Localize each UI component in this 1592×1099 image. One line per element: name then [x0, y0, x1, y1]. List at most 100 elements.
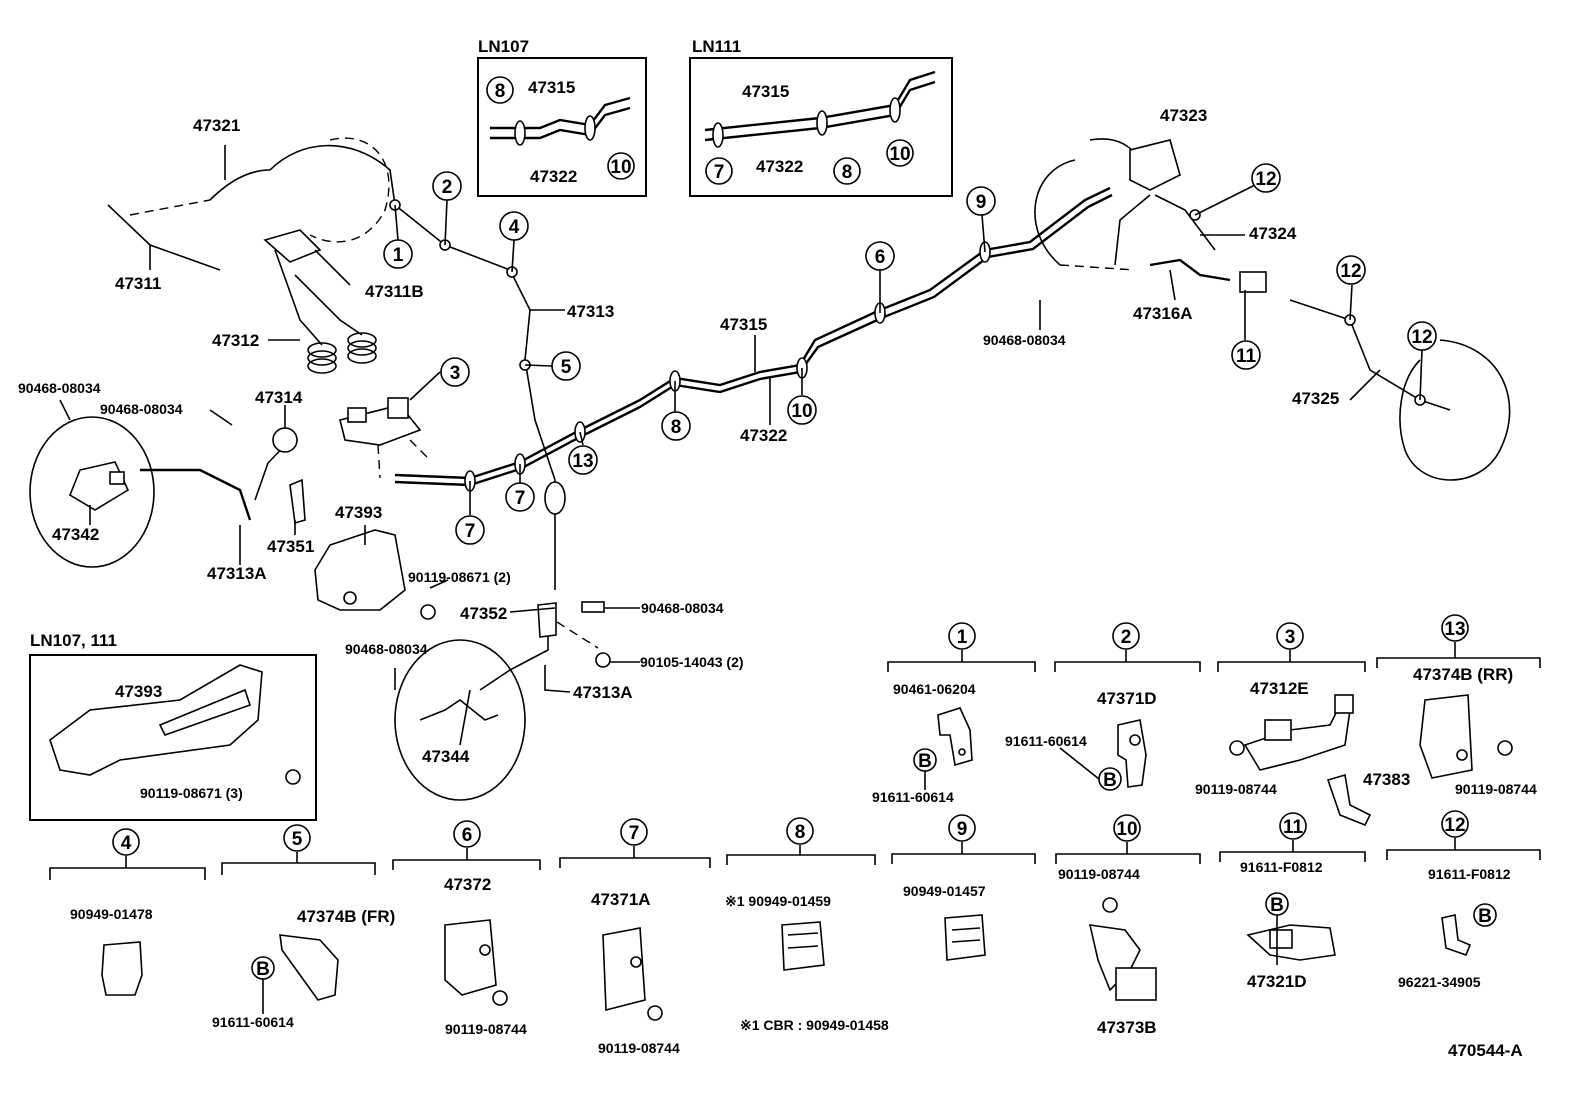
svg-text:11: 11 [1283, 817, 1304, 838]
detail-callout-2: 2 [1112, 622, 1140, 650]
detail-2-part: 47371D [1097, 689, 1157, 708]
label-47312: 47312 [212, 331, 259, 350]
callout-1: 1 [383, 239, 413, 269]
svg-text:7: 7 [465, 521, 476, 542]
detail-callout-8: 8 [786, 817, 814, 845]
label-47352: 47352 [460, 604, 507, 623]
detail-callout-12: 12 [1441, 810, 1469, 838]
svg-text:12: 12 [1340, 261, 1361, 282]
detail-12-bolt: 91611-F0812 [1428, 866, 1511, 882]
inset-label-47393: 47393 [115, 682, 162, 701]
callout-11: 11 [1231, 340, 1261, 370]
label-47324: 47324 [1249, 224, 1297, 243]
inset-callout-10-ln107: 10 [607, 152, 635, 180]
label-47393: 47393 [335, 503, 382, 522]
b-marker: B [1473, 903, 1497, 927]
inset-labels: LN107 47315 47322 LN111 47315 47322 LN10… [30, 37, 803, 801]
drawing-id: 470544-A [1448, 1041, 1523, 1060]
b-marker: B [913, 748, 937, 772]
label-47325: 47325 [1292, 389, 1339, 408]
detail-2-bolt: 91611-60614 [1005, 733, 1087, 749]
svg-text:B: B [1478, 906, 1492, 927]
bracket-47351 [289, 478, 306, 525]
detail-callout-13: 13 [1441, 614, 1469, 642]
detail-callout-9: 9 [948, 814, 976, 842]
label-90468-08034: 90468-08034 [18, 380, 101, 396]
svg-text:11: 11 [1236, 346, 1257, 367]
svg-text:7: 7 [714, 162, 725, 183]
label-90468-08034: 90468-08034 [345, 641, 428, 657]
callout-4: 4 [499, 211, 529, 241]
detail-5-part: 47374B (FR) [297, 907, 395, 926]
label-47344: 47344 [422, 747, 470, 766]
inset-callout-10-ln111: 10 [886, 139, 914, 167]
detail-callout-3: 3 [1276, 622, 1304, 650]
inset-ln107 [477, 57, 647, 197]
svg-text:8: 8 [795, 822, 806, 843]
svg-text:B: B [256, 959, 270, 980]
bracket-47393 [314, 529, 406, 611]
callout-12c: 12 [1407, 321, 1437, 351]
callout-12b: 12 [1336, 255, 1366, 285]
b-marker: B [1265, 892, 1289, 916]
label-47315: 47315 [720, 315, 767, 334]
callout-8: 8 [661, 411, 691, 441]
svg-text:12: 12 [1444, 815, 1465, 836]
label-47313A: 47313A [207, 564, 267, 583]
b-marker: B [251, 956, 275, 980]
detail-callout-10: 10 [1113, 814, 1141, 842]
bolt-markers: B B B B B [251, 747, 1497, 1014]
detail-12-part: 96221-34905 [1398, 974, 1481, 990]
detail-13-bolt: 90119-08744 [1455, 781, 1537, 797]
main-brake-pipe [394, 186, 1113, 487]
callout-7a: 7 [455, 515, 485, 545]
detail-8-note: ※1 CBR : 90949-01458 [740, 1017, 889, 1033]
leader-lines [59, 145, 1423, 746]
svg-text:5: 5 [292, 829, 303, 850]
svg-text:4: 4 [509, 217, 520, 238]
svg-text:6: 6 [875, 247, 886, 268]
label-90468-08034: 90468-08034 [641, 600, 724, 616]
label-47351: 47351 [267, 537, 314, 556]
svg-text:8: 8 [842, 162, 853, 183]
label-47322: 47322 [740, 426, 787, 445]
inset-ln111 [689, 57, 953, 197]
b-marker: B [1098, 767, 1122, 791]
svg-text:13: 13 [572, 451, 593, 472]
label-47313A: 47313A [573, 683, 633, 702]
detail-6-bolt: 90119-08744 [445, 1021, 527, 1037]
svg-text:1: 1 [393, 245, 404, 266]
callout-13: 13 [568, 445, 598, 475]
bolt-glyphs [285, 604, 1513, 1021]
detail-7-part: 47371A [591, 890, 651, 909]
inset-label-47322: 47322 [530, 167, 577, 186]
detail-3-bracket: 47383 [1363, 770, 1410, 789]
label-47313: 47313 [567, 302, 614, 321]
inset-label-47315: 47315 [528, 78, 575, 97]
svg-text:2: 2 [1121, 627, 1132, 648]
detail-1-part: 90461-06204 [893, 681, 976, 697]
callout-10: 10 [787, 395, 817, 425]
inset-title-ln111: LN111 [692, 37, 741, 56]
master-cylinder [107, 137, 396, 271]
callout-7b: 7 [505, 482, 535, 512]
callout-9: 9 [966, 186, 996, 216]
svg-text:3: 3 [1285, 627, 1296, 648]
inset-callout-7-ln111: 7 [705, 157, 733, 185]
detail-11-part: 47321D [1247, 972, 1307, 991]
detail-10-part: 47373B [1097, 1018, 1157, 1037]
detail-3-bolt: 90119-08744 [1195, 781, 1277, 797]
inset-label-47322: 47322 [756, 157, 803, 176]
detail-11-bolt: 91611-F0812 [1240, 859, 1323, 875]
detail-callout-11: 11 [1279, 812, 1307, 840]
svg-text:9: 9 [957, 819, 968, 840]
inset-label-90119-08671-3: 90119-08671 (3) [140, 785, 243, 801]
detail-5-bolt: 91611-60614 [212, 1014, 294, 1030]
svg-text:13: 13 [1444, 619, 1465, 640]
svg-text:6: 6 [462, 825, 473, 846]
svg-text:9: 9 [976, 192, 987, 213]
rear-right-disc [1239, 271, 1511, 481]
svg-text:1: 1 [957, 627, 968, 648]
detail-callout-6: 6 [453, 820, 481, 848]
detail-callout-5: 5 [283, 824, 311, 852]
